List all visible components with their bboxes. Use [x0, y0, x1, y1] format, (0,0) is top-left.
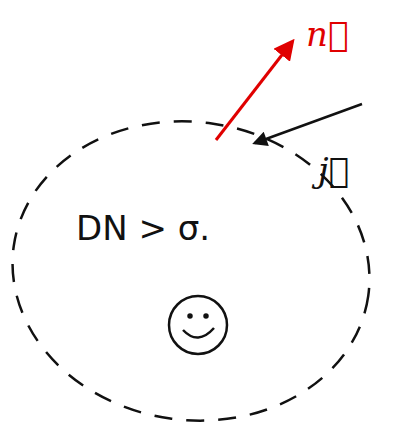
flux-vector [255, 104, 362, 143]
vector-label: j⃗ [318, 150, 349, 190]
smiley-face [169, 296, 227, 354]
condition-text: DN > σ. [76, 208, 210, 248]
normal-vector [216, 42, 292, 140]
vector-label: n⃗ [306, 14, 348, 54]
